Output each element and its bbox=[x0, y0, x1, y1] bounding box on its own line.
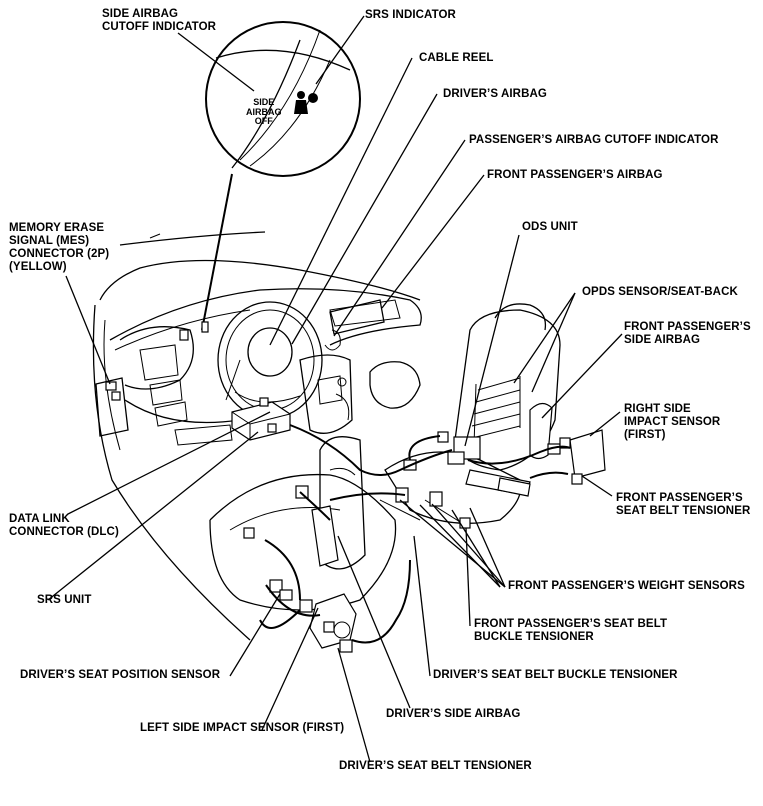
label-ods-unit: ODS UNIT bbox=[522, 221, 578, 233]
label-srs-indicator: SRS INDICATOR bbox=[365, 9, 456, 21]
mes-connector bbox=[105, 381, 121, 401]
side-airbag-off-inset-text: SIDE AIRBAG OFF bbox=[246, 97, 282, 126]
weight-sensor-connector bbox=[429, 491, 443, 507]
vehicle-body bbox=[92, 231, 422, 641]
indicator-inset bbox=[205, 21, 361, 177]
left-side-impact-sensor-connector bbox=[299, 599, 313, 613]
label-right-side-impact-sensor: RIGHT SIDE IMPACT SENSOR (FIRST) bbox=[624, 403, 721, 441]
label-drivers-airbag: DRIVER’S AIRBAG bbox=[443, 88, 547, 100]
label-side-airbag-cutoff-indicator: SIDE AIRBAG CUTOFF INDICATOR bbox=[102, 8, 217, 33]
leader-lines bbox=[47, 15, 623, 763]
label-srs-unit: SRS UNIT bbox=[37, 594, 92, 606]
label-front-passengers-weight-sensors: FRONT PASSENGER’S WEIGHT SENSORS bbox=[508, 580, 745, 592]
label-drivers-seat-belt-buckle-tensioner: DRIVER’S SEAT BELT BUCKLE TENSIONER bbox=[433, 669, 678, 681]
label-front-passengers-airbag: FRONT PASSENGER’S AIRBAG bbox=[487, 169, 663, 181]
inset-pointer-line bbox=[201, 173, 233, 331]
label-memory-erase-signal-connector: MEMORY ERASE SIGNAL (MES) CONNECTOR (2P)… bbox=[9, 222, 110, 273]
side-airbag-cutoff-indicator-lamp bbox=[201, 321, 209, 333]
passenger-seat-belt-tensioner bbox=[497, 477, 531, 497]
label-drivers-seat-position-sensor: DRIVER’S SEAT POSITION SENSOR bbox=[20, 669, 221, 681]
drivers-seat-belt-tensioner bbox=[309, 593, 357, 653]
label-front-passengers-seat-belt-buckle-tensioner: FRONT PASSENGER’S SEAT BELT BUCKLE TENSI… bbox=[474, 618, 668, 643]
dash-connector bbox=[324, 329, 341, 351]
srs-airbag-person-icon bbox=[294, 91, 318, 114]
right-side-impact-sensor bbox=[547, 429, 606, 485]
label-cable-reel: CABLE REEL bbox=[419, 52, 494, 64]
dash-indicator-connector bbox=[179, 329, 189, 341]
label-drivers-seat-belt-tensioner: DRIVER’S SEAT BELT TENSIONER bbox=[339, 760, 532, 772]
label-front-passengers-seat-belt-tensioner: FRONT PASSENGER’S SEAT BELT TENSIONER bbox=[616, 492, 751, 517]
drivers-buckle-connector bbox=[295, 485, 309, 499]
wire-harness bbox=[259, 424, 571, 644]
driver-seat-connector bbox=[243, 527, 255, 539]
label-passengers-airbag-cutoff-indicator: PASSENGER’S AIRBAG CUTOFF INDICATOR bbox=[469, 134, 719, 146]
drivers-seat bbox=[209, 361, 421, 611]
drivers-seat-position-sensor bbox=[269, 579, 283, 593]
drivers-seat-position-connector bbox=[279, 589, 293, 601]
label-opds-sensor-seat-back: OPDS SENSOR/SEAT-BACK bbox=[582, 286, 738, 298]
label-drivers-side-airbag: DRIVER’S SIDE AIRBAG bbox=[386, 708, 521, 720]
passenger-airbag-lid bbox=[329, 299, 385, 335]
label-left-side-impact-sensor: LEFT SIDE IMPACT SENSOR (FIRST) bbox=[140, 722, 345, 734]
label-front-passengers-side-airbag: FRONT PASSENGER’S SIDE AIRBAG bbox=[624, 321, 751, 346]
srs-unit bbox=[231, 397, 291, 441]
opds-sensor-grid bbox=[471, 376, 521, 447]
passenger-buckle-tensioner bbox=[459, 517, 471, 529]
label-data-link-connector: DATA LINK CONNECTOR (DLC) bbox=[9, 513, 119, 538]
